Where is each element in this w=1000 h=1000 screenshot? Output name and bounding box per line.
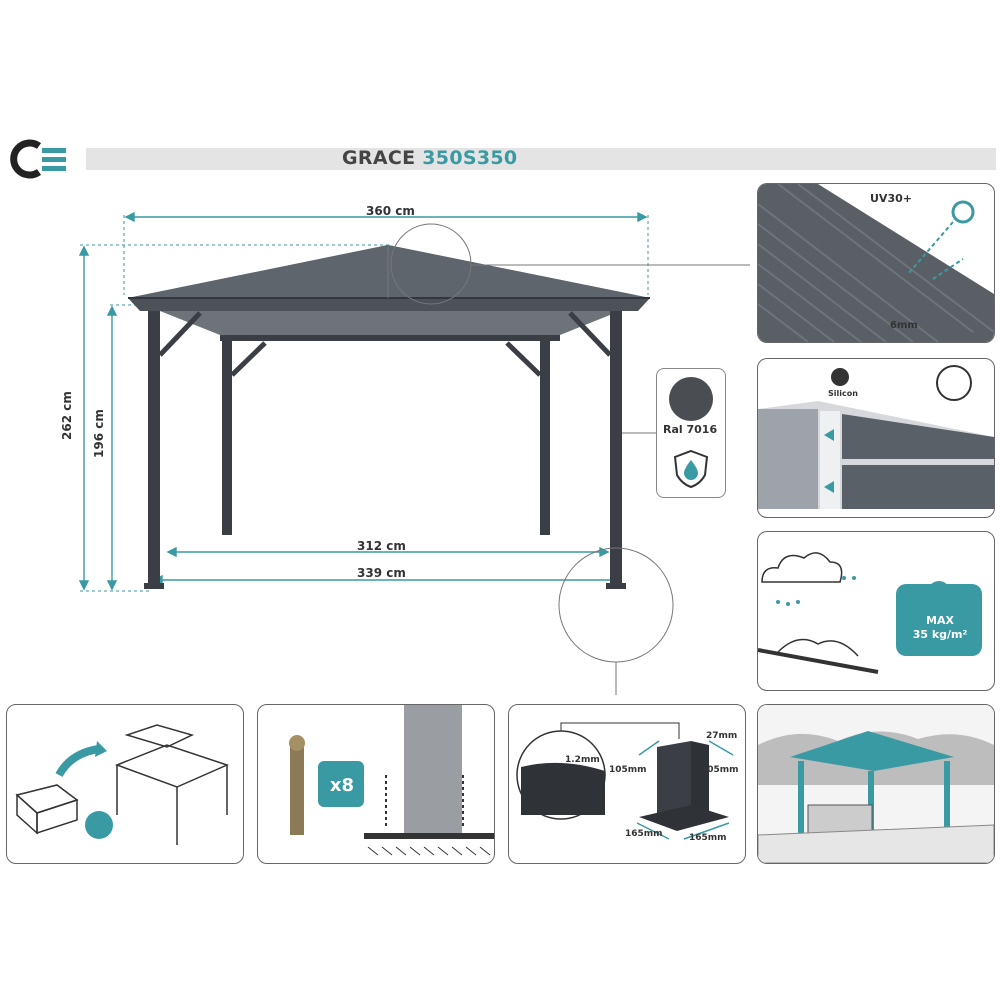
silicon-label: Silicon [828,389,858,398]
anchor-count: x8 [329,775,355,796]
dim-height-total: 262 cm [60,391,74,440]
ral-label: Ral 7016 [663,423,718,436]
dim-width-top: 360 cm [366,204,415,218]
snow-panel: MAX 35 kg/m² [757,531,995,691]
seal-panel: Silicon [757,358,995,518]
color-badge: Ral 7016 [656,368,726,498]
max-line1: MAX [926,614,954,627]
scene-panel [757,704,995,864]
dim-height-posts: 196 cm [92,409,106,458]
max-line2: 35 kg/m² [912,628,968,641]
corner-size: 27mm [706,731,738,741]
anchors-panel: x8 [257,704,495,864]
gazebo-drawing [78,211,750,695]
product-title: GRACE 350S350 [342,147,517,169]
brand-logo [6,138,68,180]
assembly-panel [6,704,244,864]
product-name: GRACE [342,147,416,169]
max-load-label: MAX 35 kg/m² [898,614,982,642]
side-left: 105mm [609,765,647,775]
title-bar [86,148,996,170]
side-right: 105mm [701,765,739,775]
wall-thickness: 1.2mm [565,755,600,765]
thickness-label: 6mm [890,320,918,331]
base-right: 165mm [689,833,727,843]
product-code: 350S350 [422,147,518,169]
dim-inner-width: 312 cm [357,539,406,553]
color-swatch [669,377,713,421]
dim-outer-width: 339 cm [357,566,406,580]
shield-drop-icon [672,449,710,493]
base-left: 165mm [625,829,663,839]
uv-label: UV30+ [870,192,912,205]
post-detail-panel: 1.2mm 27mm 105mm 105mm 165mm 165mm [508,704,746,864]
roof-panel: UV30+ 6mm [757,183,995,343]
